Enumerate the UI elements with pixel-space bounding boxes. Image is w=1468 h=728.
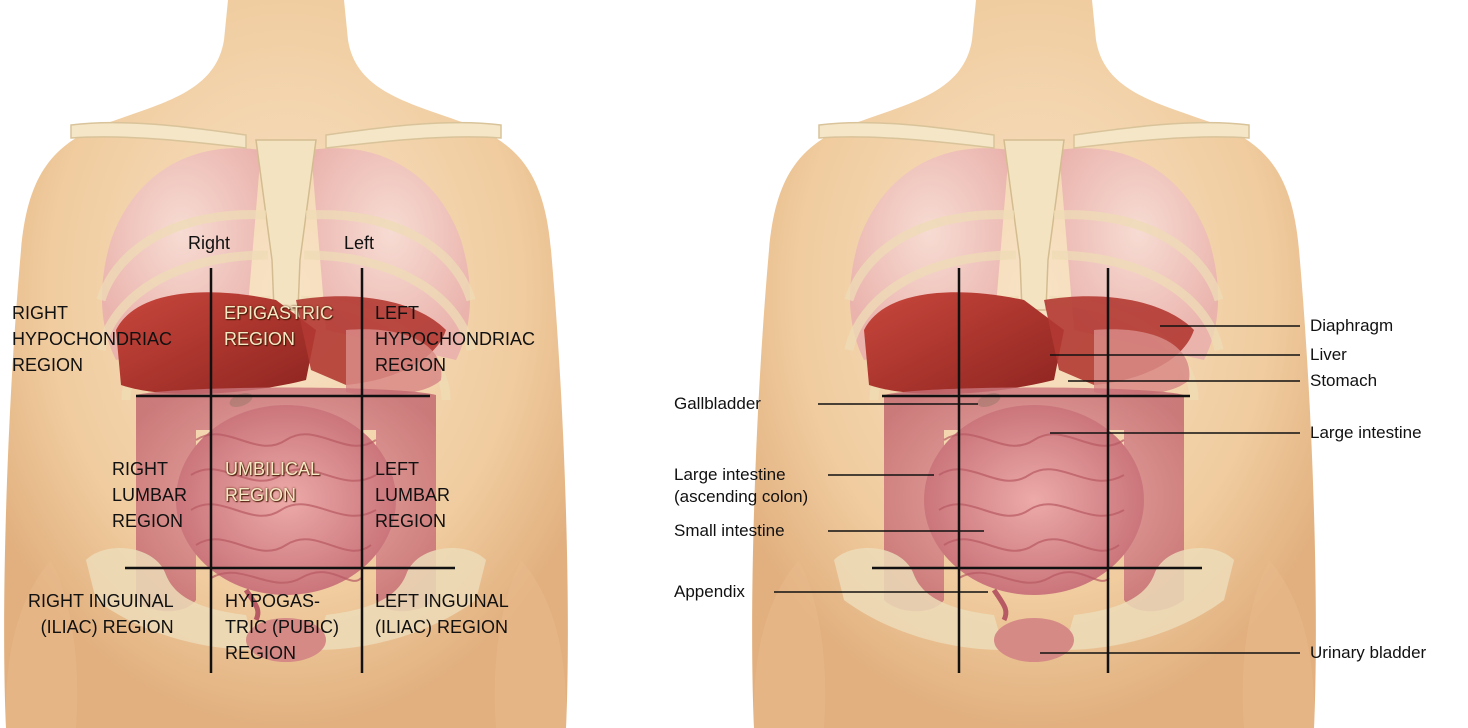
label-small-intestine: Small intestine	[674, 520, 785, 542]
region-umbilical: UMBILICAL REGION	[225, 456, 320, 508]
region-hypogastric: HYPOGAS- TRIC (PUBIC) REGION	[225, 588, 339, 666]
orientation-left-label: Left	[344, 230, 374, 256]
label-diaphragm: Diaphragm	[1310, 315, 1393, 337]
region-left-hypochondriac: LEFT HYPOCHONDRIAC REGION	[375, 300, 535, 378]
label-gallbladder: Gallbladder	[674, 393, 761, 415]
label-stomach: Stomach	[1310, 370, 1377, 392]
region-right-lumbar: RIGHT LUMBAR REGION	[112, 456, 187, 534]
region-epigastric: EPIGASTRIC REGION	[224, 300, 333, 352]
region-right-inguinal: RIGHT INGUINAL (ILIAC) REGION	[28, 588, 174, 640]
orientation-right-label: Right	[188, 230, 230, 256]
label-urinary-bladder: Urinary bladder	[1310, 642, 1426, 664]
label-ascending-colon: Large intestine (ascending colon)	[674, 464, 808, 508]
region-left-inguinal: LEFT INGUINAL (ILIAC) REGION	[375, 588, 509, 640]
right-torso-illustration	[752, 0, 1316, 728]
label-appendix: Appendix	[674, 581, 745, 603]
label-liver: Liver	[1310, 344, 1347, 366]
region-right-hypochondriac: RIGHT HYPOCHONDRIAC REGION	[12, 300, 172, 378]
region-left-lumbar: LEFT LUMBAR REGION	[375, 456, 450, 534]
label-large-intestine: Large intestine	[1310, 422, 1422, 444]
